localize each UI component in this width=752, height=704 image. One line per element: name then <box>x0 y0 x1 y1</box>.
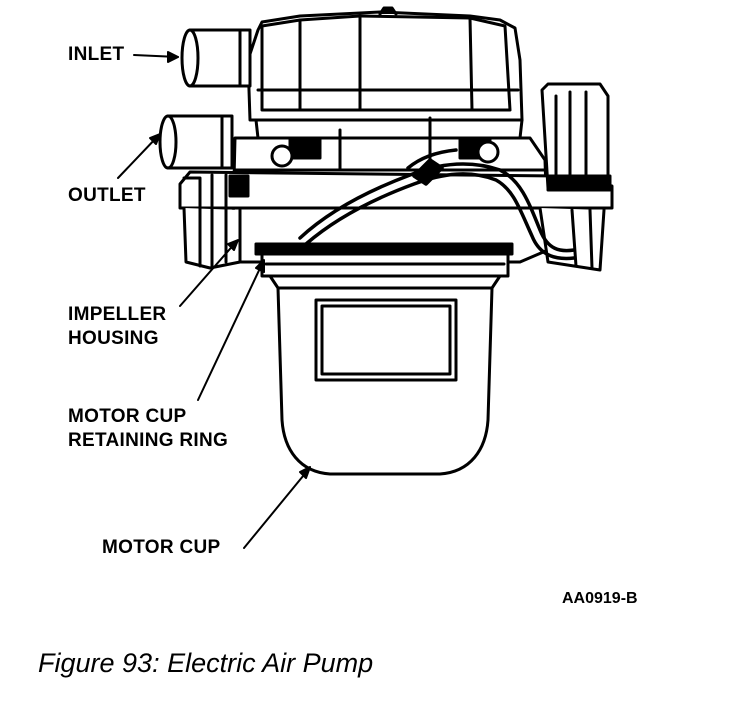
retaining-ring-label-line2: RETAINING RING <box>68 430 229 451</box>
electrical-connector <box>540 82 612 192</box>
outlet-pipe <box>158 114 234 170</box>
motor-cup <box>268 274 502 476</box>
motor-cup-label: MOTOR CUP <box>102 537 221 558</box>
drawing-code: AA0919-B <box>562 590 638 607</box>
retaining-ring-label-line1: MOTOR CUP <box>68 406 187 427</box>
wiring-harness <box>298 148 576 261</box>
leader-arrows <box>117 51 311 549</box>
outlet-label: OUTLET <box>68 185 146 206</box>
figure-caption: Figure 93: Electric Air Pump <box>38 648 374 678</box>
inlet-label: INLET <box>68 44 125 65</box>
impeller-housing-label-line2: HOUSING <box>68 328 159 349</box>
impeller-housing-label-line1: IMPELLER <box>68 304 167 325</box>
motor-cup-retaining-ring <box>254 242 514 278</box>
pump-top-housing <box>246 6 524 140</box>
inlet-pipe <box>180 28 252 88</box>
